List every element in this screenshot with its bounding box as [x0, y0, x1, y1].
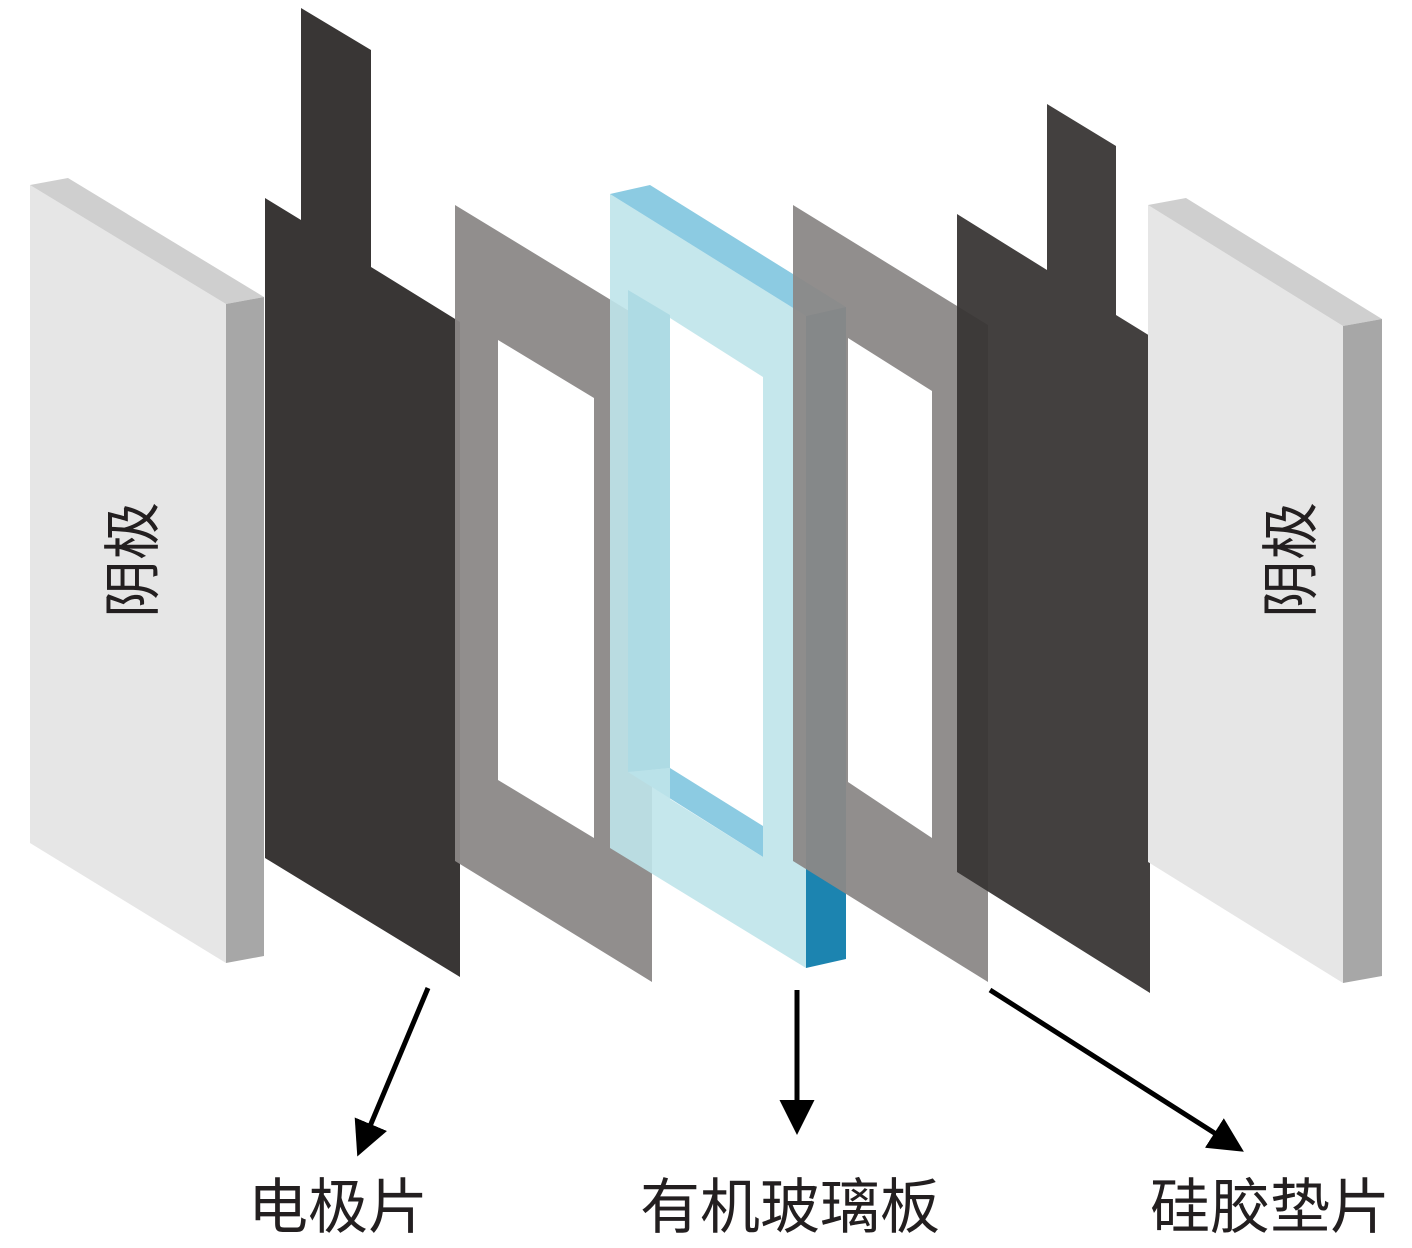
right-plate-top — [1148, 198, 1382, 326]
left-electrode-sheet — [265, 8, 460, 977]
right-cathode-label: 阴极 — [1257, 502, 1325, 619]
left-cathode-plate — [30, 178, 264, 963]
right-cathode-plate — [1148, 198, 1382, 983]
left-plate-face — [30, 185, 226, 963]
pmma-face — [610, 194, 806, 968]
electrode-caption: 电极片 — [248, 1173, 428, 1243]
pmma-top-edge — [610, 185, 846, 316]
right-silicone-gasket — [793, 205, 988, 982]
right-electrode-sheet — [957, 104, 1150, 993]
electrode-arrow — [354, 987, 431, 1157]
left-plate-top — [30, 178, 264, 304]
left-silicone-gasket — [455, 205, 652, 982]
pmma-caption: 有机玻璃板 — [640, 1173, 940, 1243]
left-cathode-label: 阴极 — [99, 502, 167, 619]
right-plate-face — [1148, 205, 1343, 983]
right-plate-side — [1343, 319, 1382, 983]
left-plate-side — [226, 297, 264, 963]
gasket-arrow — [988, 987, 1244, 1152]
gasket-caption: 硅胶垫片 — [1150, 1173, 1390, 1243]
